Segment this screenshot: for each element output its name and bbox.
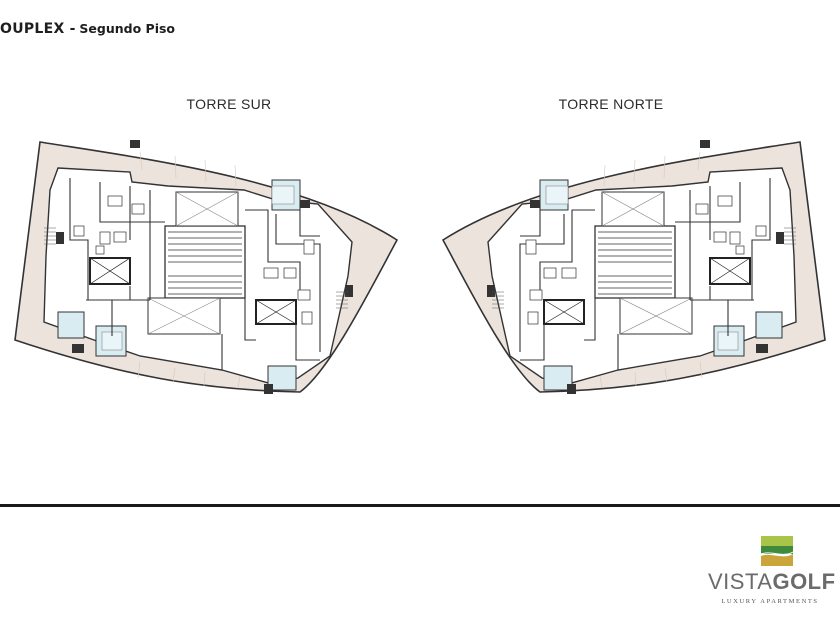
floor-plan-torre-norte (442, 139, 826, 395)
logo-tagline: LUXURY APARTMENTS (721, 598, 819, 605)
title-main: OUPLEX (0, 21, 65, 37)
logo-word-golf: GOLF (772, 569, 836, 594)
floor-plans (14, 139, 826, 395)
vistagolf-logo: VISTAGOLF LUXURY APARTMENTS (708, 530, 835, 610)
title-separator: - (69, 21, 76, 37)
vistagolf-logo-icon (759, 534, 795, 568)
tower-label-norte: TORRE NORTE (558, 96, 664, 112)
logo-wordmark: VISTAGOLF (708, 569, 836, 595)
page-title: OUPLEX-Segundo Piso (0, 21, 175, 37)
tower-label-sur: TORRE SUR (186, 96, 272, 112)
title-subtitle: Segundo Piso (79, 21, 176, 36)
logo-word-vista: VISTA (708, 569, 773, 594)
floor-plan-torre-sur (14, 139, 398, 395)
footer-divider (0, 504, 840, 507)
